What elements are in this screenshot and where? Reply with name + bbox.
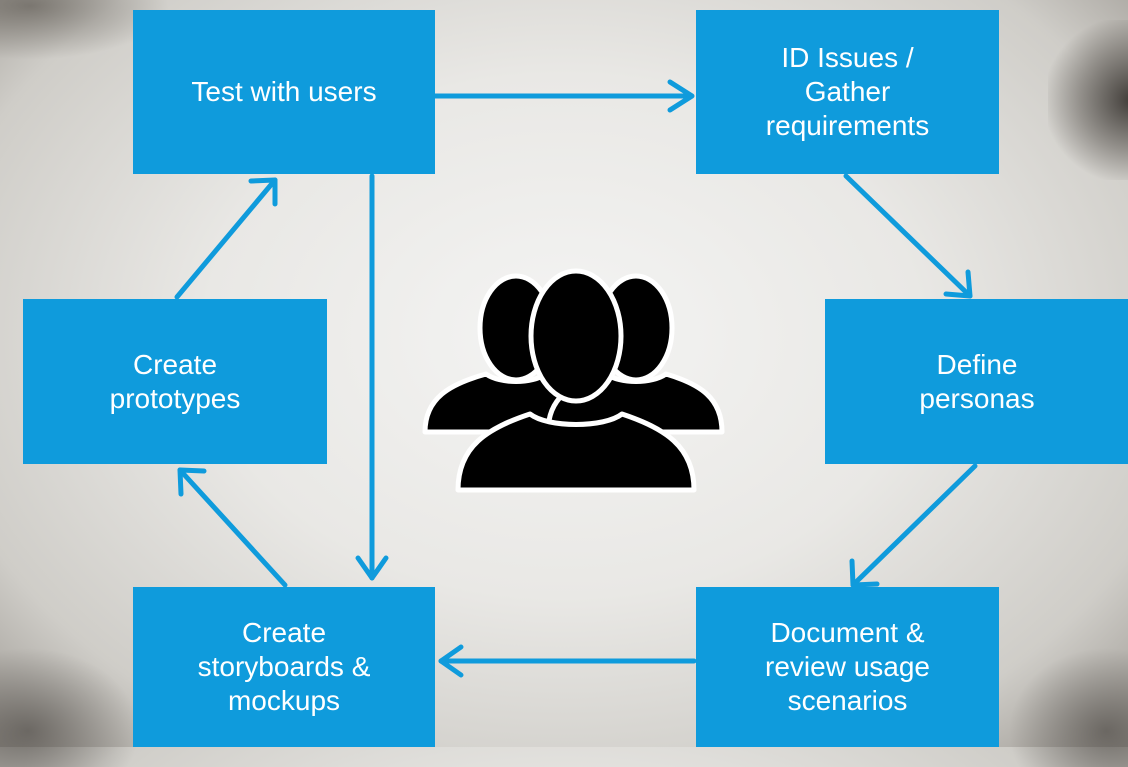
arrow-storyboards-to-prototypes <box>177 467 288 588</box>
background-shadow-top-right <box>1048 20 1128 180</box>
arrow-personas-to-document <box>849 463 978 588</box>
arrow-identify-to-personas <box>843 173 973 299</box>
step-test-with-users: Test with users <box>133 10 435 174</box>
step-identify-issues: ID Issues / Gather requirements <box>696 10 999 174</box>
step-create-prototypes: Create prototypes <box>23 299 327 464</box>
arrow-document-to-storyboards <box>438 644 697 678</box>
step-create-storyboards: Create storyboards & mockups <box>133 587 435 747</box>
arrow-prototypes-to-test <box>174 177 278 300</box>
users-group-icon <box>422 268 725 493</box>
arrow-test-to-storyboards <box>355 173 389 581</box>
arrow-test-to-identify <box>432 79 695 113</box>
step-document-scenarios: Document & review usage scenarios <box>696 587 999 747</box>
flow-arrows <box>174 79 978 678</box>
step-define-personas: Define personas <box>825 299 1128 464</box>
